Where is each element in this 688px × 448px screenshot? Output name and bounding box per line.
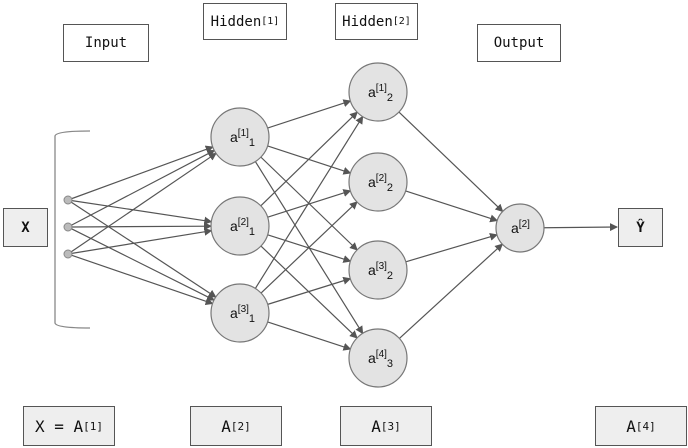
edge-arrow [71,227,213,254]
edge-arrow [71,149,216,226]
activation-box-2: A[2] [190,406,282,446]
hidden2-neuron [348,240,408,300]
hidden1-neuron [210,107,270,167]
input-x-box: X [3,208,48,247]
output-neuron-label: a[2] [511,219,530,236]
edge-arrow [267,189,352,218]
hidden1-neuron-label: a[2]1 [230,217,255,238]
hidden2-neuron [348,152,408,212]
layer-title-sup: [1] [261,16,280,27]
activation-box-1: X = A[1] [23,406,115,446]
edge-arrow [71,145,214,200]
edge-arrow [267,276,352,305]
activation-text: A [371,416,381,436]
edge-arrow [405,232,498,263]
hidden2-neuron [348,62,408,122]
input-feature-dot [63,249,73,259]
hidden2-neuron-label: a[4]3 [368,349,393,370]
activation-sup: [4] [635,419,656,433]
hidden2-neuron-label: a[1]2 [368,83,393,104]
edge-arrow [398,243,504,339]
hidden1-neuron-label: a[3]1 [230,304,255,325]
input-x-text: X [21,219,30,236]
edge-arrow [267,321,352,351]
edge-arrow [260,111,358,207]
edge-arrow [71,222,213,231]
edge-arrow [254,115,364,289]
activation-text: A [221,416,231,436]
edge-arrow [70,152,217,253]
layer-title-hidden2: Hidden[2] [335,3,418,40]
input-feature-dot [63,195,73,205]
layer-title-hidden1: Hidden[1] [203,3,287,40]
edge-arrow [71,254,214,306]
edge-arrow [405,190,499,223]
edge-arrow [267,99,352,129]
activation-sup: [1] [83,419,104,433]
layer-title-text: Hidden [342,13,393,30]
layer-title-text: Input [84,35,128,51]
activation-box-3: A[3] [340,406,432,446]
edge-arrow [71,228,215,301]
activation-text: X = A [34,416,84,436]
activation-sup: [2] [230,419,251,433]
layer-title-text: Hidden [210,13,262,30]
hidden1-neuron [210,283,270,343]
output-yhat-box: Ŷ [618,208,663,247]
activation-text: A [626,416,636,436]
edge-arrow [71,201,217,298]
hidden2-neuron [348,328,408,388]
hidden2-neuron-label: a[3]2 [368,261,393,282]
edge-arrow [543,223,618,232]
hidden1-neuron-label: a[1]1 [230,128,255,149]
hidden1-neuron [210,196,270,256]
edge-arrow [71,200,213,225]
activation-sup: [3] [380,419,401,433]
input-feature-dot [63,222,73,232]
input-bracket [54,130,91,329]
edge-arrow [260,201,358,294]
layer-title-output: Output [477,24,561,62]
layer-title-input: Input [63,24,149,62]
edge-arrow [398,111,504,213]
layer-title-text: Output [493,35,545,51]
hidden2-neuron-label: a[2]2 [368,173,393,194]
activation-box-4: A[4] [595,406,687,446]
output-neuron [495,203,545,253]
output-yhat-text: Ŷ [636,219,645,236]
layer-title-sup: [2] [392,16,411,27]
